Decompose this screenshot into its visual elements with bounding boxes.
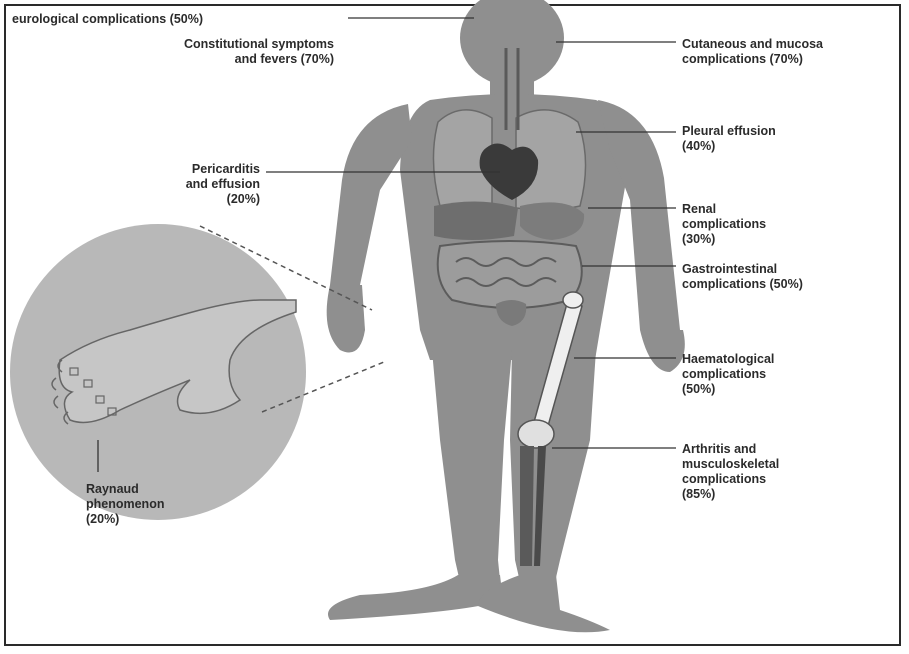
- label-pleural: Pleural effusion (40%): [682, 124, 882, 154]
- label-renal: Renal complications (30%): [682, 202, 882, 247]
- label-gastrointestinal: Gastrointestinal complications (50%): [682, 262, 892, 292]
- label-haematological: Haematological complications (50%): [682, 352, 882, 397]
- intestines: [438, 241, 582, 308]
- raynaud-inset: [10, 224, 384, 520]
- knee-joint: [518, 420, 554, 448]
- label-cutaneous: Cutaneous and mucosa complications (70%): [682, 37, 892, 67]
- label-arthritis: Arthritis and musculoskeletal complicati…: [682, 442, 882, 502]
- liver: [434, 201, 518, 240]
- label-constitutional: Constitutional symptoms and fevers (70%): [110, 37, 334, 67]
- label-pericarditis: Pericarditis and effusion (20%): [160, 162, 260, 207]
- tibia: [520, 446, 534, 566]
- label-neurological: eurological complications (50%): [12, 12, 203, 27]
- label-raynaud: Raynaud phenomenon (20%): [86, 482, 246, 527]
